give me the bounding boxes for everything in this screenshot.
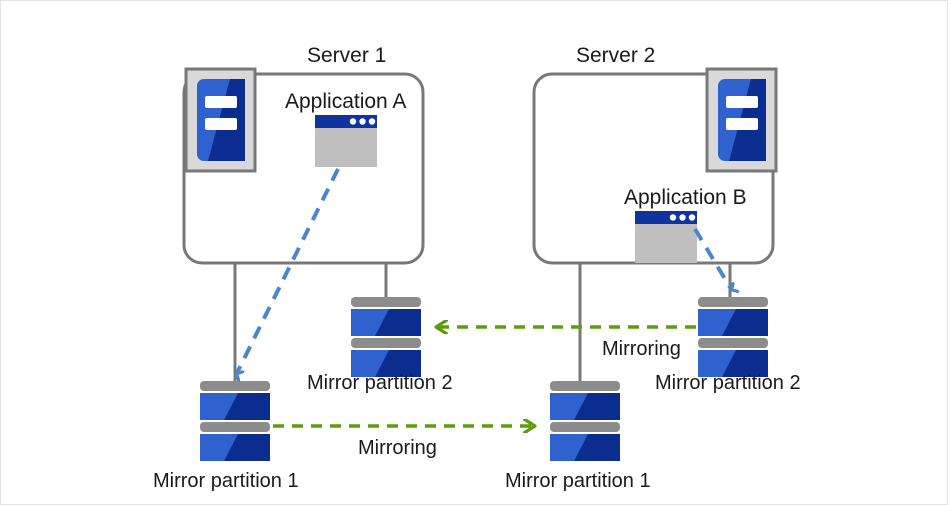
server-2-mirror-partition-1-label: Mirror partition 1 (505, 470, 651, 492)
application-a-label: Application A (285, 90, 407, 113)
disk-stack-icon (550, 381, 620, 461)
disk-stack-icon (698, 297, 768, 377)
app-b-access-arrow (693, 227, 731, 289)
disk-stack-icon (351, 297, 421, 377)
server-2-connectors (578, 263, 732, 385)
server-2-mirror-partition-2-label: Mirror partition 2 (655, 372, 801, 394)
server-1-mirror-partition-2-label: Mirror partition 2 (307, 372, 453, 394)
application-window-icon (315, 115, 377, 167)
server-1-title: Server 1 (307, 44, 387, 67)
server-1-mirror-partition-1-label: Mirror partition 1 (153, 470, 299, 492)
app-a-access-arrow (237, 168, 340, 373)
application-window-icon (635, 211, 697, 263)
disk-stack-icon (200, 381, 270, 461)
server-tower-icon (184, 67, 257, 173)
mirroring-upper-label: Mirroring (602, 338, 681, 360)
server-2-title: Server 2 (576, 44, 656, 67)
server-1-connectors (233, 263, 388, 385)
server-tower-icon (705, 67, 778, 173)
application-b-label: Application B (624, 186, 747, 209)
mirroring-lower-label: Mirroring (358, 437, 437, 459)
